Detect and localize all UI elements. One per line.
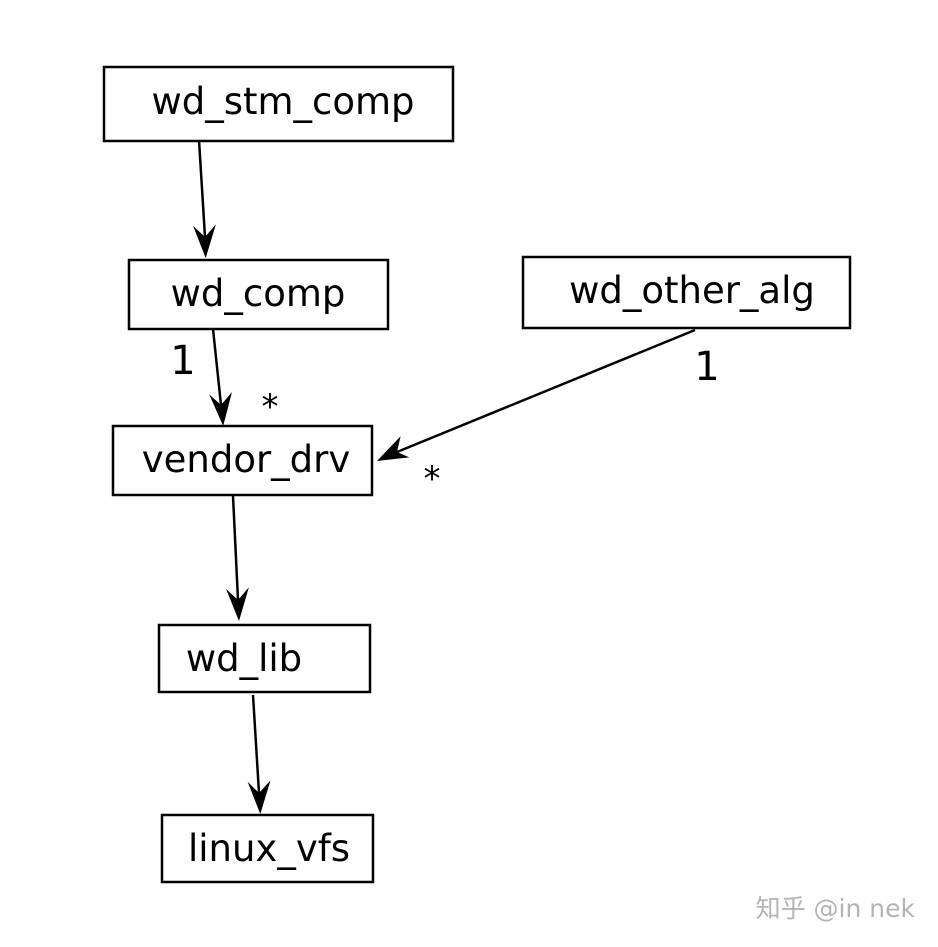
node-label-wd-lib: wd_lib [186, 637, 302, 680]
arrowhead-wd-comp [193, 224, 216, 258]
node-box-wd-stm-comp [102, 65, 455, 143]
node-label-wd-comp: wd_comp [171, 272, 346, 315]
edge-wd-stm-comp-to-wd-comp [197, 139, 207, 238]
arrowhead-vendor-drv-from-wd-other-alg [377, 436, 410, 461]
node-label-linux-vfs: linux_vfs [188, 827, 350, 870]
node-box-linux-vfs [160, 813, 375, 884]
multiplicity-wd-other-alg-source: 1 [694, 344, 719, 390]
node-label-wd-other-alg: wd_other_alg [569, 269, 815, 312]
multiplicity-wd-comp-target: * [262, 387, 279, 427]
node-box-wd-other-alg [521, 255, 852, 330]
arrowheads [193, 224, 410, 814]
node-label-wd-stm-comp: wd_stm_comp [151, 80, 414, 123]
node-box-wd-lib [157, 623, 372, 694]
edges [197, 139, 696, 794]
edge-wd-other-alg-to-vendor-drv [396, 328, 696, 454]
arrowhead-wd-lib [226, 587, 249, 621]
watermark: 知乎 @in nek [756, 894, 916, 923]
nodes [102, 65, 852, 884]
node-box-wd-comp [127, 258, 390, 331]
arrowhead-vendor-drv-from-wd-comp [209, 392, 232, 426]
multiplicity-wd-comp-source: 1 [170, 338, 195, 384]
node-box-vendor-drv [111, 424, 374, 497]
edge-wd-lib-to-linux-vfs [251, 694, 261, 794]
edge-vendor-drv-to-wd-lib [231, 495, 240, 601]
multiplicity-wd-other-alg-target: * [424, 459, 441, 499]
edge-wd-comp-to-vendor-drv [211, 328, 223, 406]
arrowhead-linux-vfs [247, 780, 271, 814]
node-label-vendor-drv: vendor_drv [142, 438, 351, 481]
